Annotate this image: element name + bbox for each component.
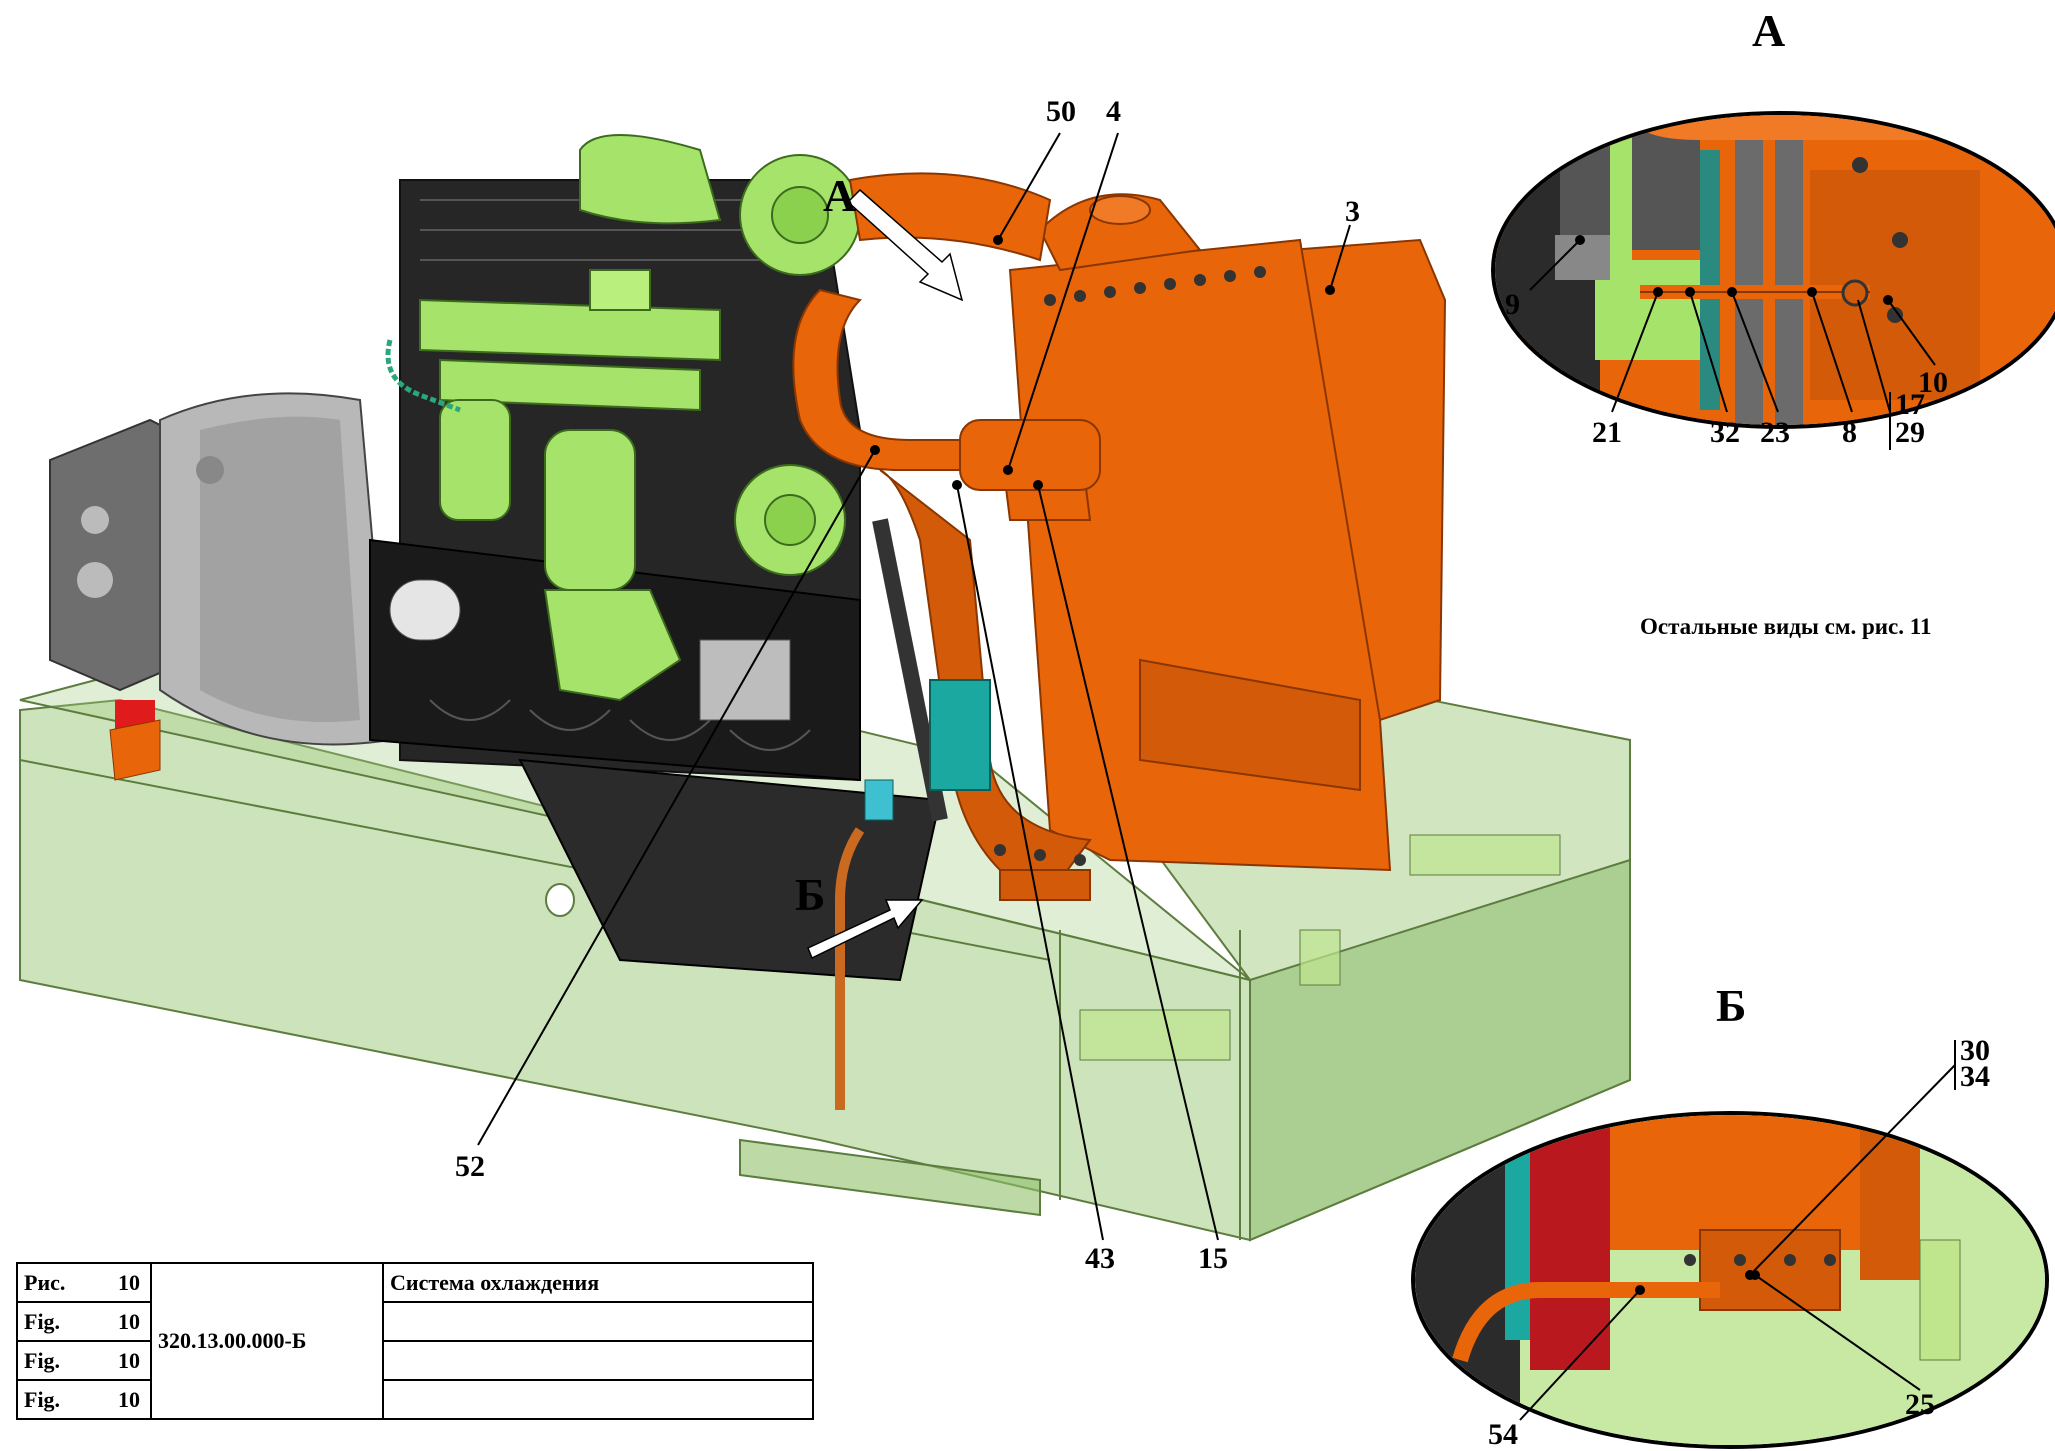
title-empty-cell <box>382 1379 814 1420</box>
reference-note: Остальные виды см. рис. 11 <box>1640 614 1932 639</box>
row-number: 10 <box>108 1301 151 1342</box>
detail-b-callout-30: 30 <box>1960 1034 1990 1067</box>
detail-a-callout-8: 8 <box>1842 416 1857 449</box>
detail-b-callout-25: 25 <box>1905 1388 1935 1421</box>
coolant-pump <box>929 679 991 791</box>
drawing-title: Система охлаждения <box>382 1262 814 1303</box>
title-empty-cell <box>382 1301 814 1342</box>
detail-b-title: Б <box>1716 980 1747 1031</box>
detail-a-callout-9: 9 <box>1505 288 1520 321</box>
mount-bracket <box>109 719 161 781</box>
row-number: 10 <box>108 1262 151 1303</box>
callout-3: 3 <box>1345 195 1360 228</box>
callout-4: 4 <box>1106 95 1121 128</box>
callout-50: 50 <box>1046 95 1076 128</box>
view-mark-b: Б <box>795 869 826 920</box>
detail-a-callout-21: 21 <box>1592 416 1622 449</box>
callout-52: 52 <box>455 1150 485 1183</box>
detail-b-callout-54: 54 <box>1488 1418 1518 1451</box>
detail-a-callout-23: 23 <box>1760 416 1790 449</box>
sensor <box>864 779 894 821</box>
detail-a-callout-17: 17 <box>1895 388 1925 421</box>
leader-lines <box>477 132 1351 1241</box>
view-arrows <box>807 188 964 960</box>
fuel-line <box>385 339 461 413</box>
intake-and-filters <box>419 134 861 702</box>
callout-15: 15 <box>1198 1242 1228 1275</box>
row-number: 10 <box>108 1340 151 1381</box>
title-block: Рис. 10 320.13.00.000-Б Система охлажден… <box>16 1262 814 1420</box>
title-empty-cell <box>382 1340 814 1381</box>
callout-43: 43 <box>1085 1242 1115 1275</box>
detail-b-callout-34: 34 <box>1960 1060 1990 1093</box>
detail-a-title: А <box>1752 5 1786 56</box>
radiator-assembly <box>792 172 1447 901</box>
radiator-bolts <box>994 266 1266 866</box>
row-number: 10 <box>108 1379 151 1420</box>
row-label: Fig. <box>16 1379 108 1420</box>
detail-a-callout-32: 32 <box>1710 416 1740 449</box>
row-label: Рис. <box>16 1262 108 1303</box>
detail-a-callout-10: 10 <box>1918 366 1948 399</box>
drain-pipe <box>835 827 865 1110</box>
drawing-code: 320.13.00.000-Б <box>150 1262 384 1420</box>
detail-view-a <box>1491 111 2055 450</box>
row-label: Fig. <box>16 1340 108 1381</box>
detail-a-callout-29: 29 <box>1895 416 1925 449</box>
row-label: Fig. <box>16 1301 108 1342</box>
view-mark-a: А <box>823 170 857 221</box>
